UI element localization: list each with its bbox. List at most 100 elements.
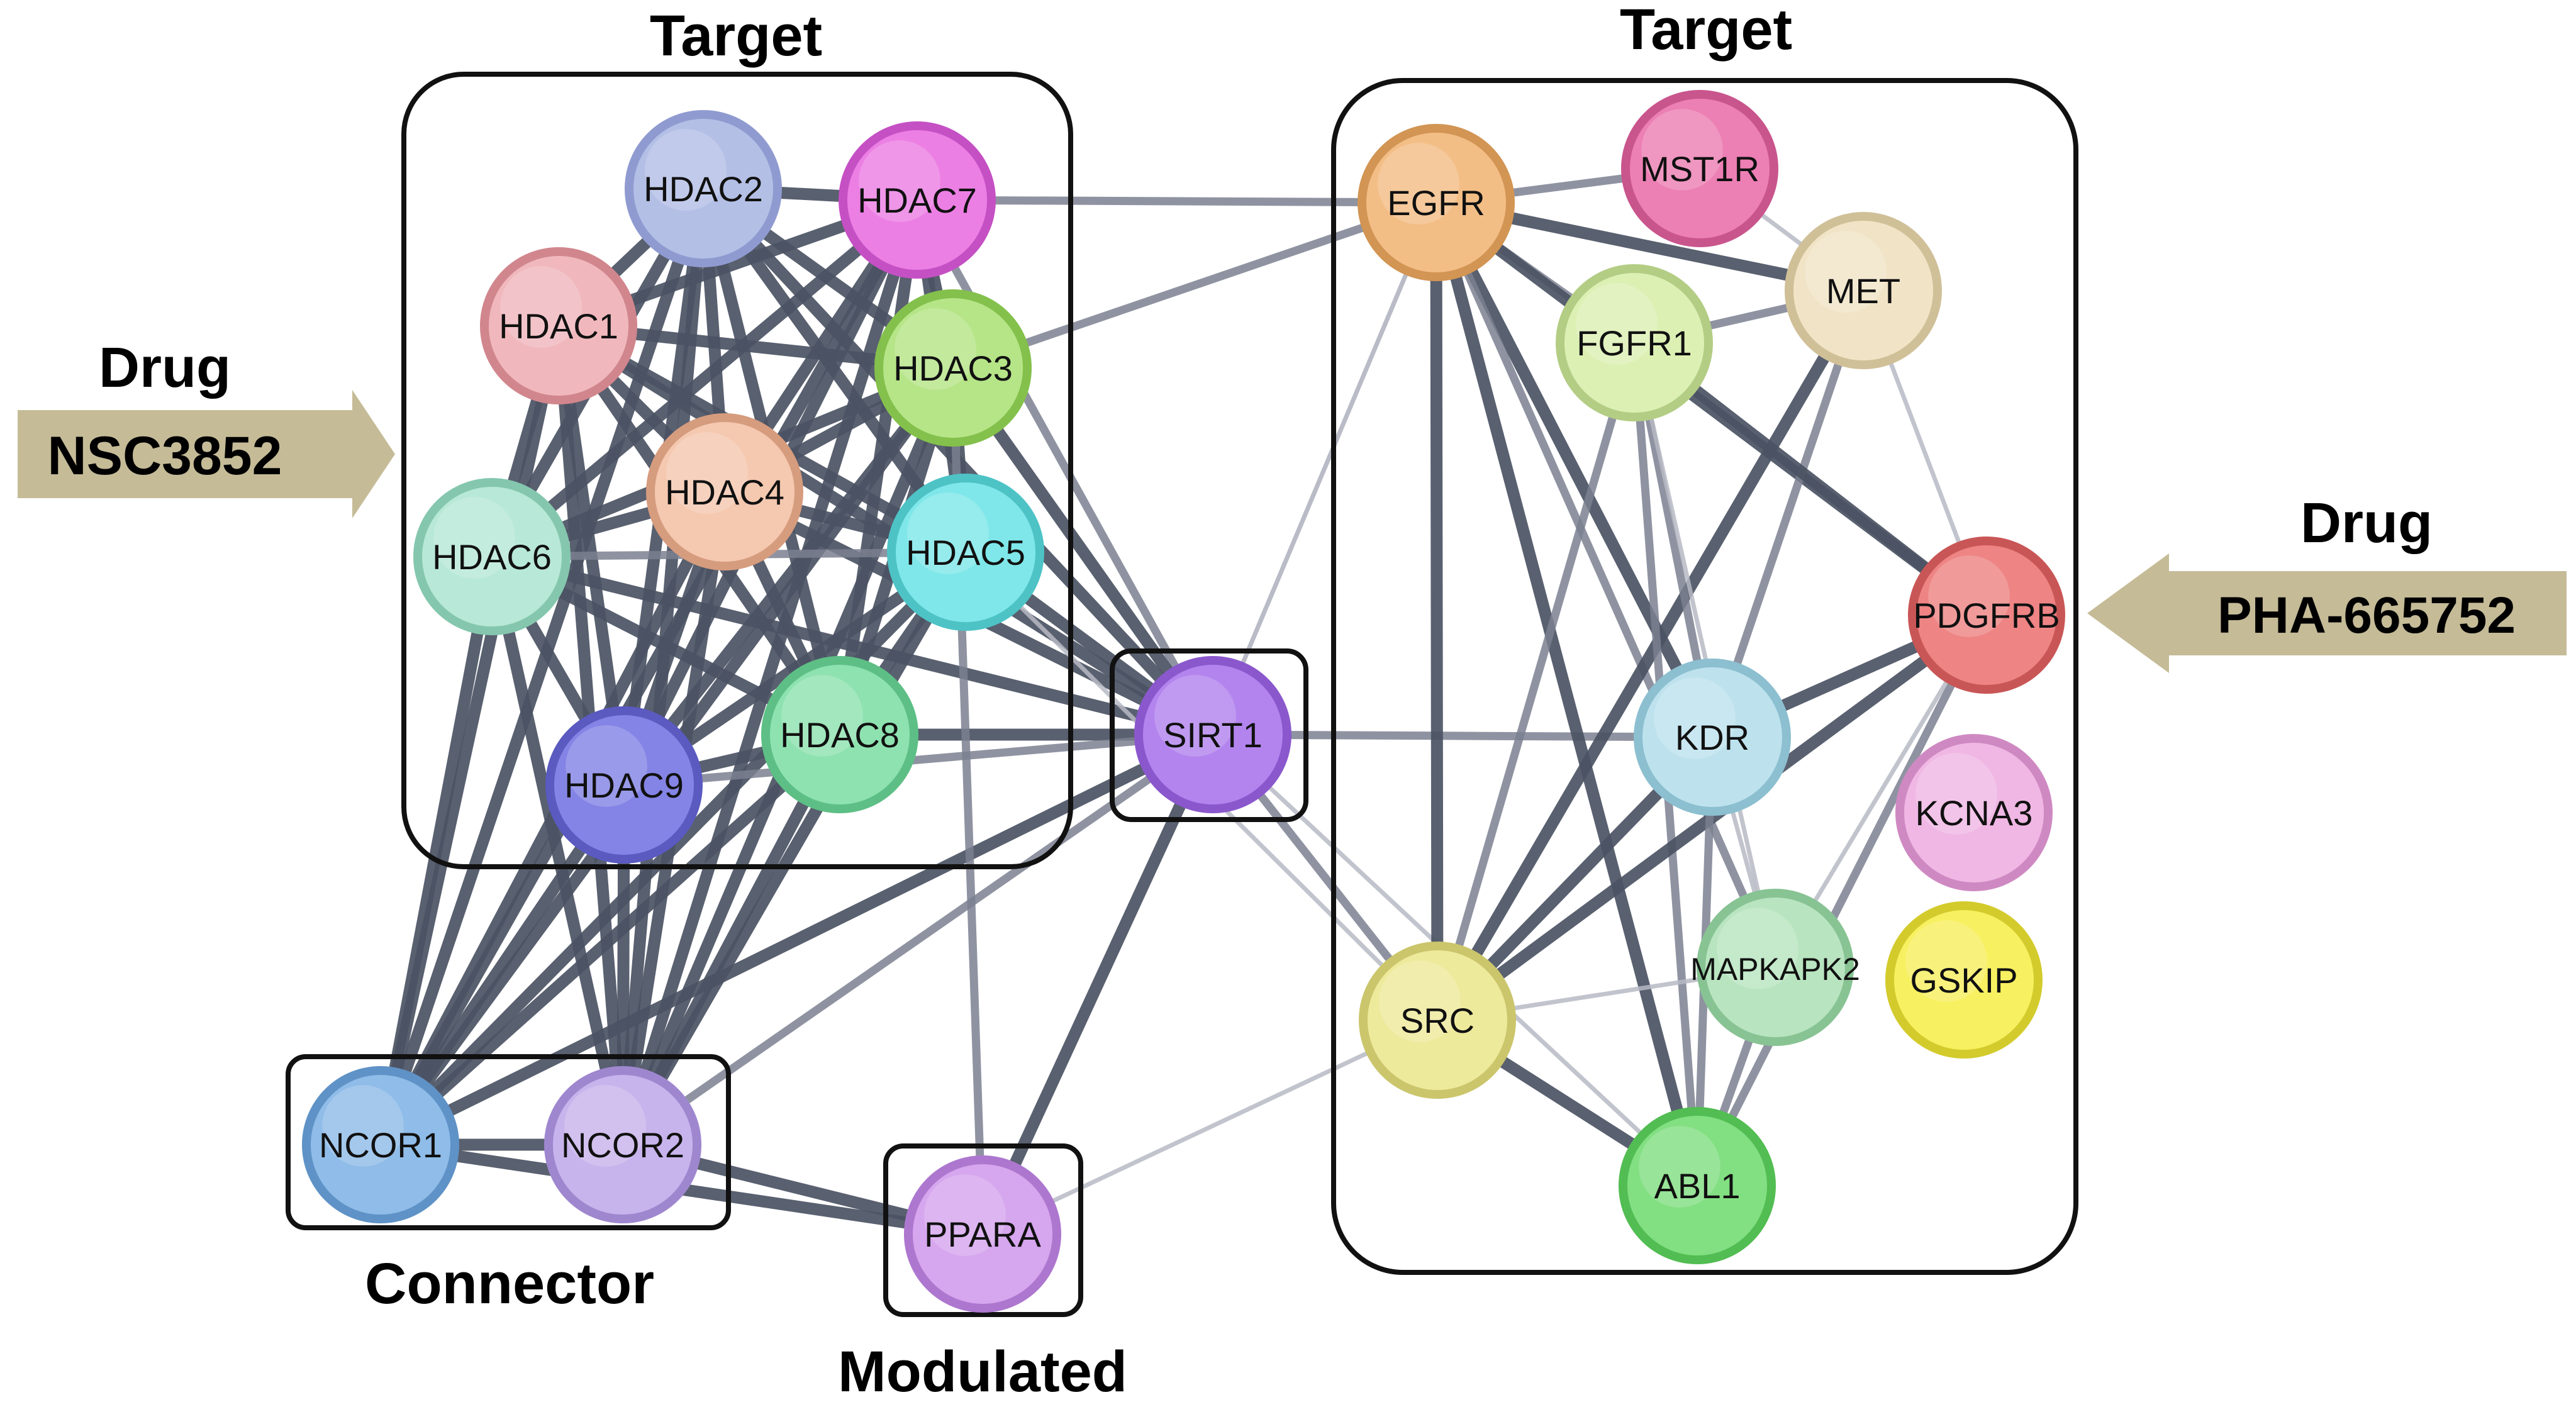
node-circle	[1785, 212, 1942, 369]
protein-structure-icon	[666, 432, 748, 514]
node-circle	[1634, 659, 1791, 816]
protein-structure-icon	[1928, 555, 2010, 637]
node-label: HDAC5	[906, 533, 1025, 572]
node-hdac5[interactable]: HDAC5	[887, 474, 1044, 631]
edge-hdac3-egfr	[949, 198, 1441, 372]
node-label: HDAC3	[893, 348, 1013, 388]
node-label: HDAC7	[857, 181, 977, 220]
node-sirt1[interactable]: SIRT1	[1134, 656, 1291, 813]
node-label: SRC	[1400, 1001, 1475, 1040]
node-circle	[480, 247, 637, 404]
edge-sirt1-kdr	[1208, 730, 1717, 742]
node-circle	[1885, 901, 2043, 1059]
protein-structure-icon	[564, 1085, 646, 1167]
node-circle	[1908, 537, 2065, 694]
protein-structure-icon	[1379, 960, 1461, 1042]
protein-structure-icon	[907, 492, 989, 574]
edge-hdac2-ncor1	[374, 182, 710, 1151]
node-circle	[646, 413, 803, 570]
heading-target-right: Target	[1620, 0, 1792, 62]
node-circle	[1619, 1107, 1776, 1264]
edge-egfr-sirt1	[1210, 200, 1439, 737]
node-hdac6[interactable]: HDAC6	[413, 478, 571, 635]
node-circle	[1556, 264, 1713, 421]
protein-structure-icon	[1905, 920, 1987, 1002]
protein-structure-icon	[1639, 1126, 1720, 1208]
protein-structure-icon	[895, 308, 976, 390]
node-label: MST1R	[1640, 149, 1759, 189]
node-label: KDR	[1675, 718, 1749, 757]
node-hdac9[interactable]: HDAC9	[545, 706, 703, 864]
node-abl1[interactable]: ABL1	[1619, 1107, 1776, 1264]
node-gskip[interactable]: GSKIP	[1885, 901, 2043, 1059]
node-ncor2[interactable]: NCOR2	[544, 1066, 701, 1223]
edge-pdgfrb-abl1	[1693, 611, 1991, 1190]
sirt1-box	[1110, 648, 1308, 822]
protein-structure-icon	[1654, 677, 1736, 759]
node-egfr[interactable]: EGFR	[1358, 124, 1515, 281]
node-circle	[1134, 656, 1291, 813]
drug-right-group: Drug PHA-665752	[2087, 492, 2567, 673]
edge-hdac6-ncor2	[486, 550, 629, 1151]
node-src[interactable]: SRC	[1359, 942, 1516, 1099]
node-circle	[302, 1066, 459, 1223]
protein-structure-icon	[1378, 143, 1459, 225]
node-label: NCOR1	[319, 1125, 442, 1165]
edge-fgfr1-mapkapk2	[1632, 340, 1778, 970]
node-circle	[545, 706, 703, 864]
node-label: HDAC9	[564, 765, 684, 805]
node-ncor1[interactable]: NCOR1	[302, 1066, 459, 1223]
edge-hdac7-sirt1	[913, 196, 1217, 739]
node-circle	[839, 121, 996, 279]
node-kdr[interactable]: KDR	[1634, 659, 1791, 816]
node-label: PDGFRB	[1913, 596, 2060, 635]
node-circle	[625, 110, 782, 267]
node-label: KCNA3	[1915, 793, 2033, 833]
protein-structure-icon	[566, 725, 647, 807]
node-label: HDAC4	[665, 472, 784, 512]
edge-hdac7-egfr	[913, 196, 1441, 207]
node-label: PPARA	[924, 1215, 1041, 1254]
node-ppara[interactable]: PPARA	[904, 1155, 1061, 1313]
edge-fgfr1-src	[1433, 338, 1639, 1025]
node-met[interactable]: MET	[1785, 212, 1942, 369]
node-mapkapk2[interactable]: MAPKAPK2	[1690, 889, 1860, 1046]
node-label: HDAC2	[644, 169, 763, 209]
edge-hdac8-ncor1	[374, 728, 846, 1151]
drug-right-name: PHA-665752	[2217, 587, 2516, 644]
node-circle	[1697, 889, 1854, 1046]
target-box-right	[1331, 78, 2078, 1275]
edge-egfr-mapkapk2	[1432, 198, 1780, 972]
node-circle	[413, 478, 571, 635]
node-label: ABL1	[1654, 1166, 1741, 1206]
node-fgfr1[interactable]: FGFR1	[1556, 264, 1713, 421]
node-circle	[887, 474, 1044, 631]
node-kcna3[interactable]: KCNA3	[1895, 734, 2053, 891]
node-circle	[904, 1155, 1061, 1313]
drug-left-arrow	[18, 390, 395, 518]
node-hdac1[interactable]: HDAC1	[480, 247, 637, 404]
node-pdgfrb[interactable]: PDGFRB	[1908, 537, 2065, 694]
node-hdac4[interactable]: HDAC4	[646, 413, 803, 570]
drug-left-name: NSC3852	[48, 426, 282, 486]
node-hdac3[interactable]: HDAC3	[874, 289, 1032, 447]
node-circle	[874, 289, 1032, 447]
heading-modulated: Modulated	[838, 1340, 1127, 1404]
edge-met-src	[1431, 284, 1870, 1026]
protein-structure-icon	[500, 266, 582, 348]
protein-structure-icon	[1154, 675, 1236, 757]
drug-left-title: Drug	[99, 336, 231, 399]
edge-ppara-src	[980, 1018, 1440, 1237]
node-hdac8[interactable]: HDAC8	[761, 656, 918, 813]
node-label: MAPKAPK2	[1690, 952, 1860, 987]
node-hdac2[interactable]: HDAC2	[625, 110, 782, 267]
node-label: HDAC1	[499, 306, 618, 346]
edge-hdac6-ncor1	[374, 550, 498, 1151]
node-circle	[761, 656, 918, 813]
protein-structure-icon	[1641, 109, 1723, 191]
protein-structure-icon	[781, 675, 863, 757]
node-mst1r[interactable]: MST1R	[1621, 90, 1778, 247]
edge-sirt1-ncor1	[374, 728, 1219, 1151]
node-hdac7[interactable]: HDAC7	[839, 121, 996, 279]
